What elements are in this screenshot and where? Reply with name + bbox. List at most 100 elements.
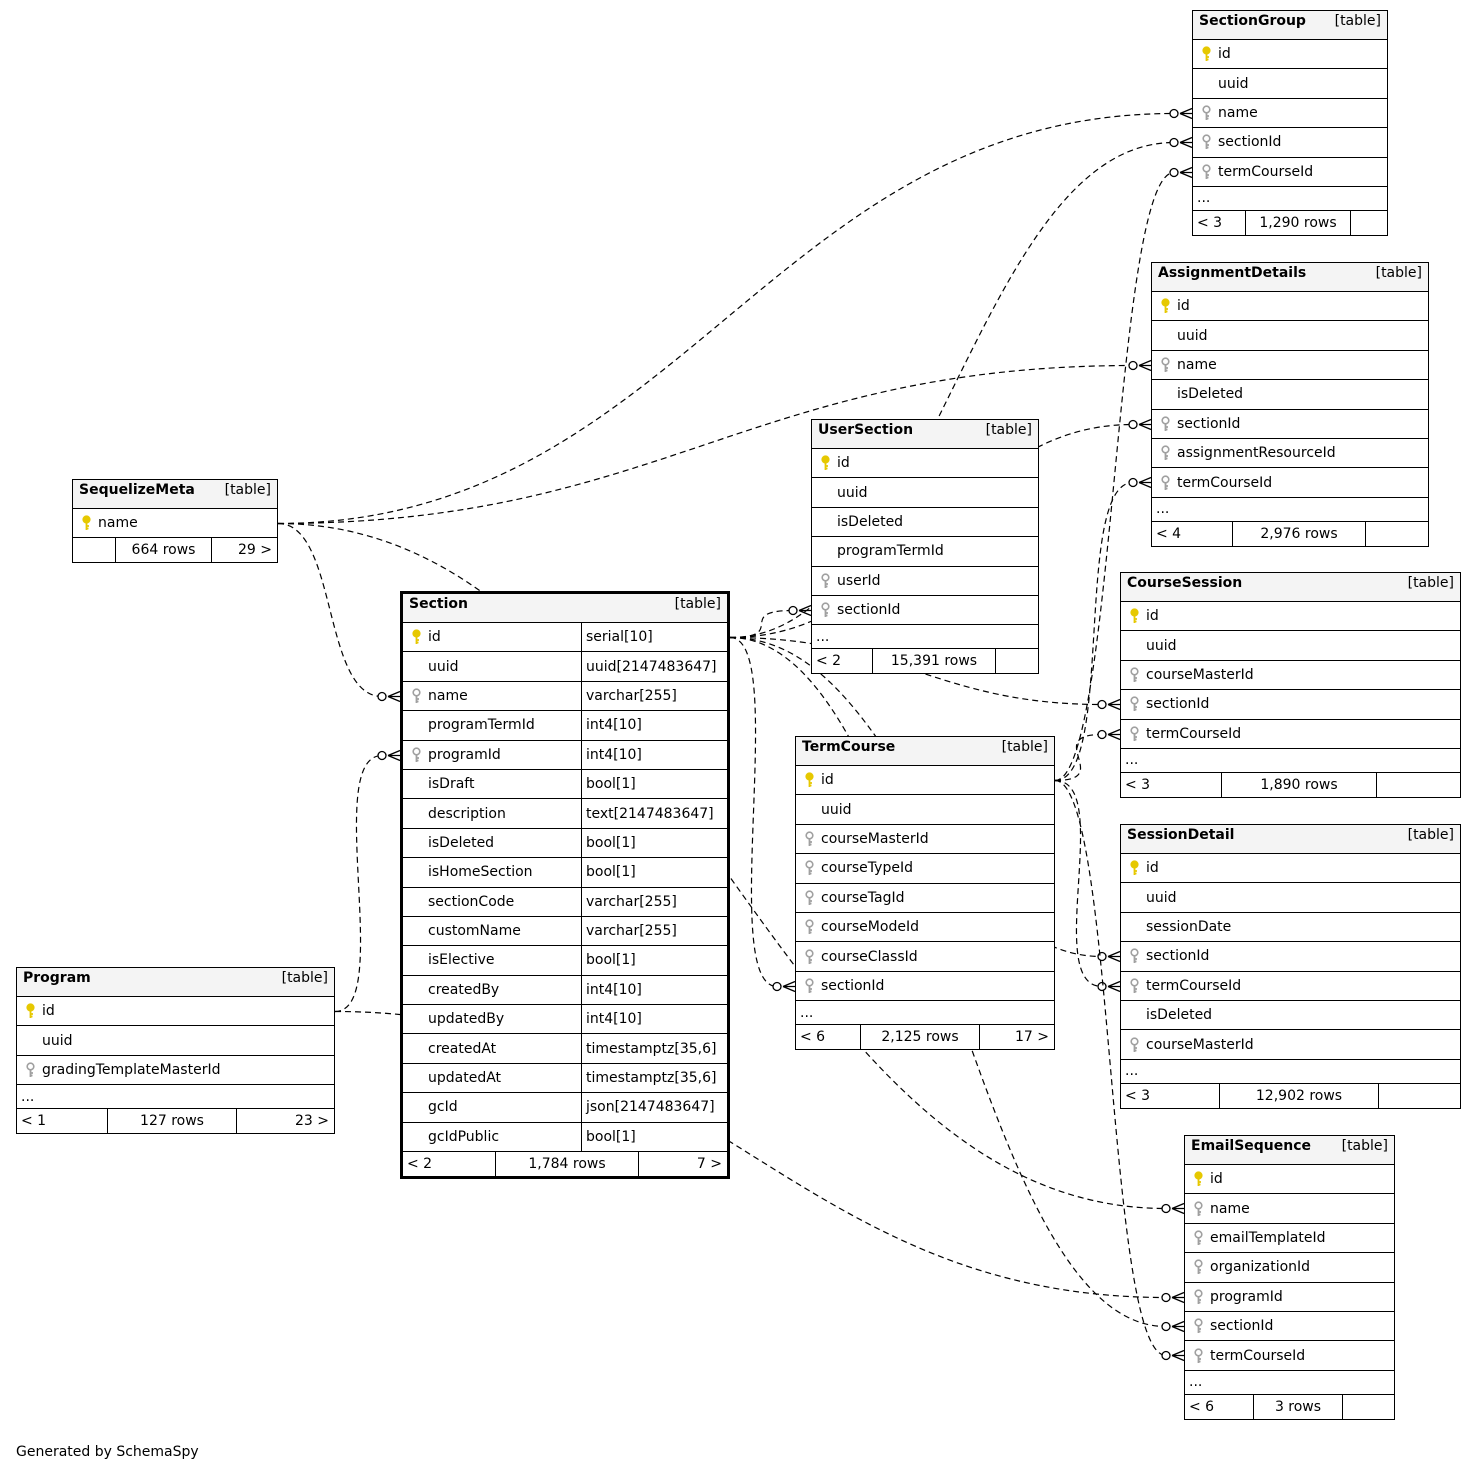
column-row[interactable]: id: [796, 766, 1054, 796]
column-row[interactable]: courseMasterId: [796, 825, 1054, 855]
children-count[interactable]: 7 >: [696, 1156, 722, 1173]
column-row[interactable]: sectionId: [796, 972, 1054, 1002]
column-row[interactable]: termCourseId: [1121, 972, 1460, 1001]
parents-count[interactable]: < 3: [1125, 1087, 1151, 1104]
column-row[interactable]: uuid: [812, 478, 1038, 508]
more-columns-indicator[interactable]: ...: [1193, 187, 1387, 211]
parents-count[interactable]: < 1: [21, 1113, 47, 1130]
table-name[interactable]: Program: [23, 970, 91, 986]
column-row[interactable]: sectionId: [1121, 690, 1460, 720]
column-row[interactable]: userId: [812, 567, 1038, 596]
column-row[interactable]: id: [1121, 602, 1460, 632]
table-name[interactable]: EmailSequence: [1191, 1138, 1312, 1154]
parents-count[interactable]: [73, 538, 115, 562]
column-row[interactable]: uuid: [1193, 69, 1387, 99]
more-columns-indicator[interactable]: ...: [1121, 1060, 1460, 1084]
table-name[interactable]: Section: [409, 596, 468, 612]
more-columns-indicator[interactable]: ...: [796, 1001, 1054, 1026]
column-row[interactable]: id: [812, 449, 1038, 479]
parents-count[interactable]: < 2: [816, 653, 842, 670]
parents-count[interactable]: < 4: [1156, 525, 1182, 542]
column-row[interactable]: uuid: [1121, 631, 1460, 661]
column-row[interactable]: name: [73, 509, 277, 539]
children-count[interactable]: 29 >: [238, 542, 272, 559]
column-row[interactable]: courseMasterId: [1121, 661, 1460, 691]
column-row[interactable]: id: [1185, 1165, 1394, 1195]
table-name[interactable]: SectionGroup: [1199, 13, 1306, 29]
children-count[interactable]: [1351, 211, 1387, 235]
column-row[interactable]: isDeleted: [812, 508, 1038, 538]
children-count[interactable]: 17 >: [1015, 1029, 1049, 1046]
column-row[interactable]: programTermId: [812, 537, 1038, 567]
column-row[interactable]: gradingTemplateMasterId: [17, 1056, 334, 1086]
column-row[interactable]: assignmentResourceId: [1152, 439, 1428, 469]
parents-count[interactable]: < 6: [800, 1029, 826, 1046]
table-header[interactable]: CourseSession[table]: [1121, 573, 1460, 602]
column-row[interactable]: termCourseId: [1121, 720, 1460, 749]
table-name[interactable]: CourseSession: [1127, 575, 1243, 591]
column-row[interactable]: id: [1193, 40, 1387, 70]
column-row[interactable]: sectionId: [1152, 410, 1428, 439]
table-name[interactable]: SequelizeMeta: [79, 482, 195, 498]
children-count[interactable]: [996, 649, 1038, 673]
column-row[interactable]: uuid: [796, 795, 1054, 825]
more-columns-indicator[interactable]: ...: [1152, 498, 1428, 522]
column-row[interactable]: termCourseId: [1193, 158, 1387, 187]
column-row[interactable]: organizationId: [1185, 1253, 1394, 1283]
table-header[interactable]: Program[table]: [17, 968, 334, 997]
column-row[interactable]: isDeleted: [1152, 380, 1428, 410]
table-header[interactable]: SessionDetail[table]: [1121, 825, 1460, 854]
table-name[interactable]: SessionDetail: [1127, 827, 1235, 843]
more-columns-indicator[interactable]: ...: [1185, 1371, 1394, 1395]
table-header[interactable]: TermCourse[table]: [796, 737, 1054, 766]
table-name[interactable]: AssignmentDetails: [1158, 265, 1307, 281]
column-row[interactable]: sectionId: [1185, 1312, 1394, 1342]
column-row[interactable]: courseModeId: [796, 913, 1054, 943]
column-row[interactable]: termCourseId: [1185, 1341, 1394, 1371]
table-header[interactable]: EmailSequence[table]: [1185, 1136, 1394, 1165]
parents-count[interactable]: < 6: [1189, 1398, 1215, 1415]
more-columns-indicator[interactable]: ...: [17, 1085, 334, 1110]
column-row[interactable]: courseTagId: [796, 884, 1054, 913]
more-columns-indicator[interactable]: ...: [812, 625, 1038, 650]
table-header[interactable]: UserSection[table]: [812, 420, 1038, 449]
column-row[interactable]: termCourseId: [1152, 468, 1428, 498]
children-count[interactable]: [1379, 1084, 1460, 1108]
children-count[interactable]: 23 >: [295, 1113, 329, 1130]
column-row[interactable]: isDeleted: [1121, 1001, 1460, 1031]
table-header[interactable]: Section[table]: [403, 594, 727, 623]
table-header[interactable]: SectionGroup[table]: [1193, 11, 1387, 40]
column-row[interactable]: name: [1152, 351, 1428, 381]
column-row[interactable]: courseMasterId: [1121, 1030, 1460, 1060]
table-name[interactable]: UserSection: [818, 422, 914, 438]
column-row[interactable]: name: [1185, 1194, 1394, 1224]
column-row[interactable]: emailTemplateId: [1185, 1224, 1394, 1254]
parents-count[interactable]: < 3: [1197, 214, 1223, 231]
column-row[interactable]: name: [1193, 99, 1387, 129]
children-count[interactable]: [1343, 1395, 1394, 1419]
more-columns-indicator[interactable]: ...: [1121, 749, 1460, 773]
